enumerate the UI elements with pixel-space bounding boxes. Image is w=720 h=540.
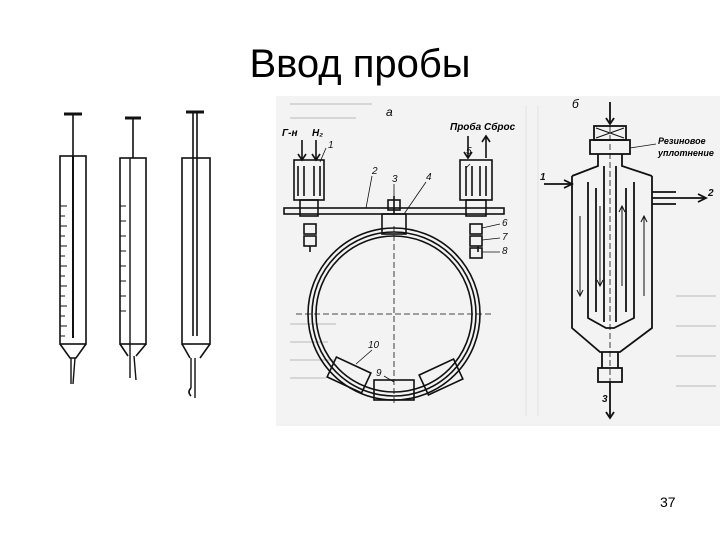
part-8: 8: [502, 246, 508, 257]
label-seal-line-1: Резиновое: [658, 136, 706, 146]
slide-title: Ввод пробы: [249, 42, 471, 86]
part-2: 2: [371, 166, 378, 177]
label-purge: Сброс: [484, 121, 516, 133]
panel-label-b: б: [572, 97, 580, 111]
sample-inlet-schematic: а Г-н H₂ Проба Сброс: [276, 96, 720, 426]
label-sample: Проба: [450, 121, 482, 133]
page-number: 37: [660, 494, 676, 510]
syringe-2: [119, 116, 147, 381]
label-hydrogen: H₂: [312, 128, 323, 139]
part-6: 6: [502, 218, 508, 229]
part-4: 4: [426, 172, 432, 183]
syringe-3: [181, 110, 211, 398]
label-seal-line-2: уплотнение: [657, 148, 714, 158]
flow-1: 1: [540, 172, 546, 183]
panel-label-a: а: [386, 105, 393, 119]
syringe-1: [59, 112, 87, 385]
flow-3: 3: [602, 394, 608, 405]
part-1: 1: [328, 140, 334, 151]
syringes-illustration: [59, 110, 211, 398]
label-gas-carrier: Г-н: [282, 128, 298, 139]
flow-2: 2: [707, 188, 714, 199]
part-5: 5: [466, 146, 472, 157]
part-9: 9: [376, 368, 382, 379]
part-7: 7: [502, 232, 508, 243]
part-3: 3: [392, 174, 398, 185]
part-10: 10: [368, 340, 380, 351]
schematic-drawing: а Г-н H₂ Проба Сброс: [282, 97, 716, 420]
